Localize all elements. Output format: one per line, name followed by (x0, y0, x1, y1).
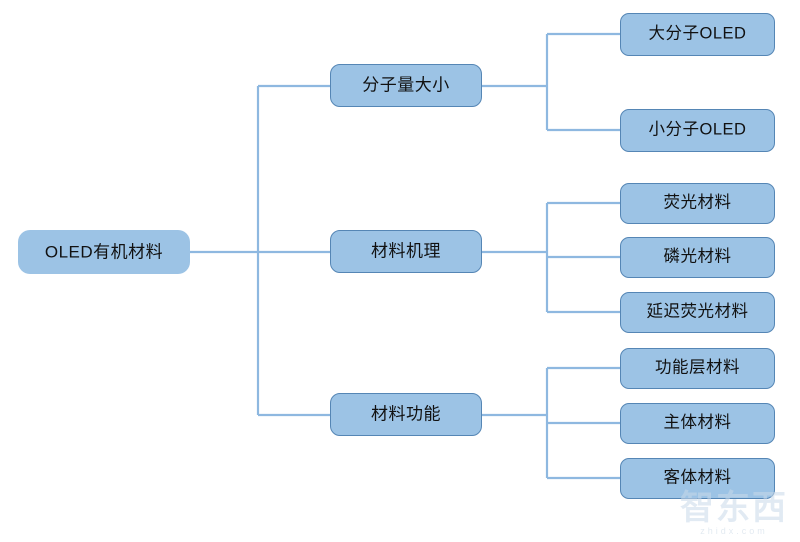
node-leaf-delayed-fluorescent-material-label: 延迟荧光材料 (646, 302, 749, 321)
node-leaf-delayed-fluorescent-material[interactable]: 延迟荧光材料 (620, 292, 775, 333)
node-leaf-macromolecular-oled[interactable]: 大分子OLED (620, 13, 775, 56)
node-leaf-small-molecule-oled[interactable]: 小分子OLED (620, 109, 775, 152)
node-leaf-functional-layer-material-label: 功能层材料 (655, 358, 740, 377)
node-branch-material-function[interactable]: 材料功能 (330, 393, 482, 436)
node-branch-molecular-weight[interactable]: 分子量大小 (330, 64, 482, 107)
node-leaf-small-molecule-oled-label: 小分子OLED (648, 120, 747, 139)
node-leaf-macromolecular-oled-label: 大分子OLED (648, 24, 747, 43)
node-branch-material-mechanism[interactable]: 材料机理 (330, 230, 482, 273)
node-leaf-guest-material-label: 客体材料 (663, 468, 732, 487)
node-leaf-host-material[interactable]: 主体材料 (620, 403, 775, 444)
node-leaf-functional-layer-material[interactable]: 功能层材料 (620, 348, 775, 389)
node-root-label: OLED有机材料 (44, 242, 164, 261)
node-leaf-phosphorescent-material[interactable]: 磷光材料 (620, 237, 775, 278)
node-leaf-host-material-label: 主体材料 (663, 413, 732, 432)
node-branch-molecular-weight-label: 分子量大小 (362, 75, 450, 95)
node-root[interactable]: OLED有机材料 (18, 230, 190, 274)
node-leaf-phosphorescent-material-label: 磷光材料 (663, 247, 732, 266)
node-branch-material-function-label: 材料功能 (371, 404, 441, 424)
node-leaf-guest-material[interactable]: 客体材料 (620, 458, 775, 499)
node-leaf-fluorescent-material[interactable]: 荧光材料 (620, 183, 775, 224)
node-leaf-fluorescent-material-label: 荧光材料 (663, 193, 732, 212)
node-branch-material-mechanism-label: 材料机理 (371, 241, 441, 261)
